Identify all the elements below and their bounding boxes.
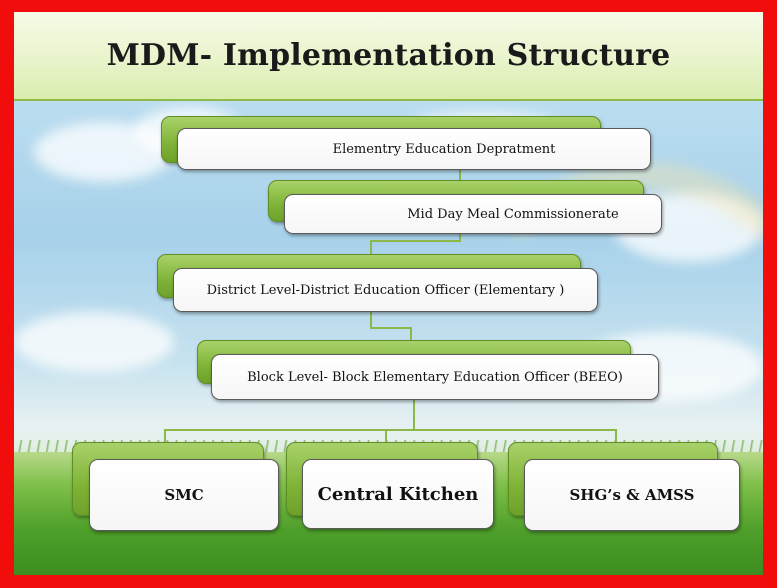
- connector-line: [385, 429, 387, 442]
- unit-shg-amss-label: SHG’s & AMSS: [569, 486, 695, 504]
- level-2-box: Mid Day Meal Commissionerate: [284, 194, 662, 234]
- connector-line: [164, 429, 616, 431]
- connector-line: [413, 400, 415, 430]
- cloud: [14, 312, 174, 372]
- connector-line: [459, 233, 461, 241]
- unit-smc-box: SMC: [89, 459, 279, 531]
- title-band: MDM- Implementation Structure: [14, 12, 763, 101]
- connector-line: [459, 169, 461, 183]
- level-1-label: Elementry Education Depratment: [332, 141, 556, 157]
- unit-smc-label: SMC: [164, 486, 204, 504]
- level-3-box: District Level-District Education Office…: [173, 268, 598, 312]
- level-2-label: Mid Day Meal Commissionerate: [407, 206, 619, 222]
- level-3-label: District Level-District Education Office…: [206, 282, 565, 298]
- unit-central-kitchen-label: Central Kitchen: [317, 483, 479, 505]
- connector-line: [370, 240, 372, 254]
- connector-line: [370, 327, 412, 329]
- unit-shg-amss-box: SHG’s & AMSS: [524, 459, 740, 531]
- unit-central-kitchen-box: Central Kitchen: [302, 459, 494, 529]
- connector-line: [164, 429, 166, 442]
- connector-line: [370, 240, 461, 242]
- level-4-label: Block Level- Block Elementary Education …: [247, 369, 623, 385]
- slide-title: MDM- Implementation Structure: [106, 38, 671, 73]
- connector-line: [410, 327, 412, 340]
- connector-line: [370, 312, 372, 328]
- level-4-box: Block Level- Block Elementary Education …: [211, 354, 659, 400]
- level-1-box: Elementry Education Depratment: [177, 128, 651, 170]
- connector-line: [615, 429, 617, 442]
- slide-content: MDM- Implementation Structure Elementry …: [14, 12, 763, 575]
